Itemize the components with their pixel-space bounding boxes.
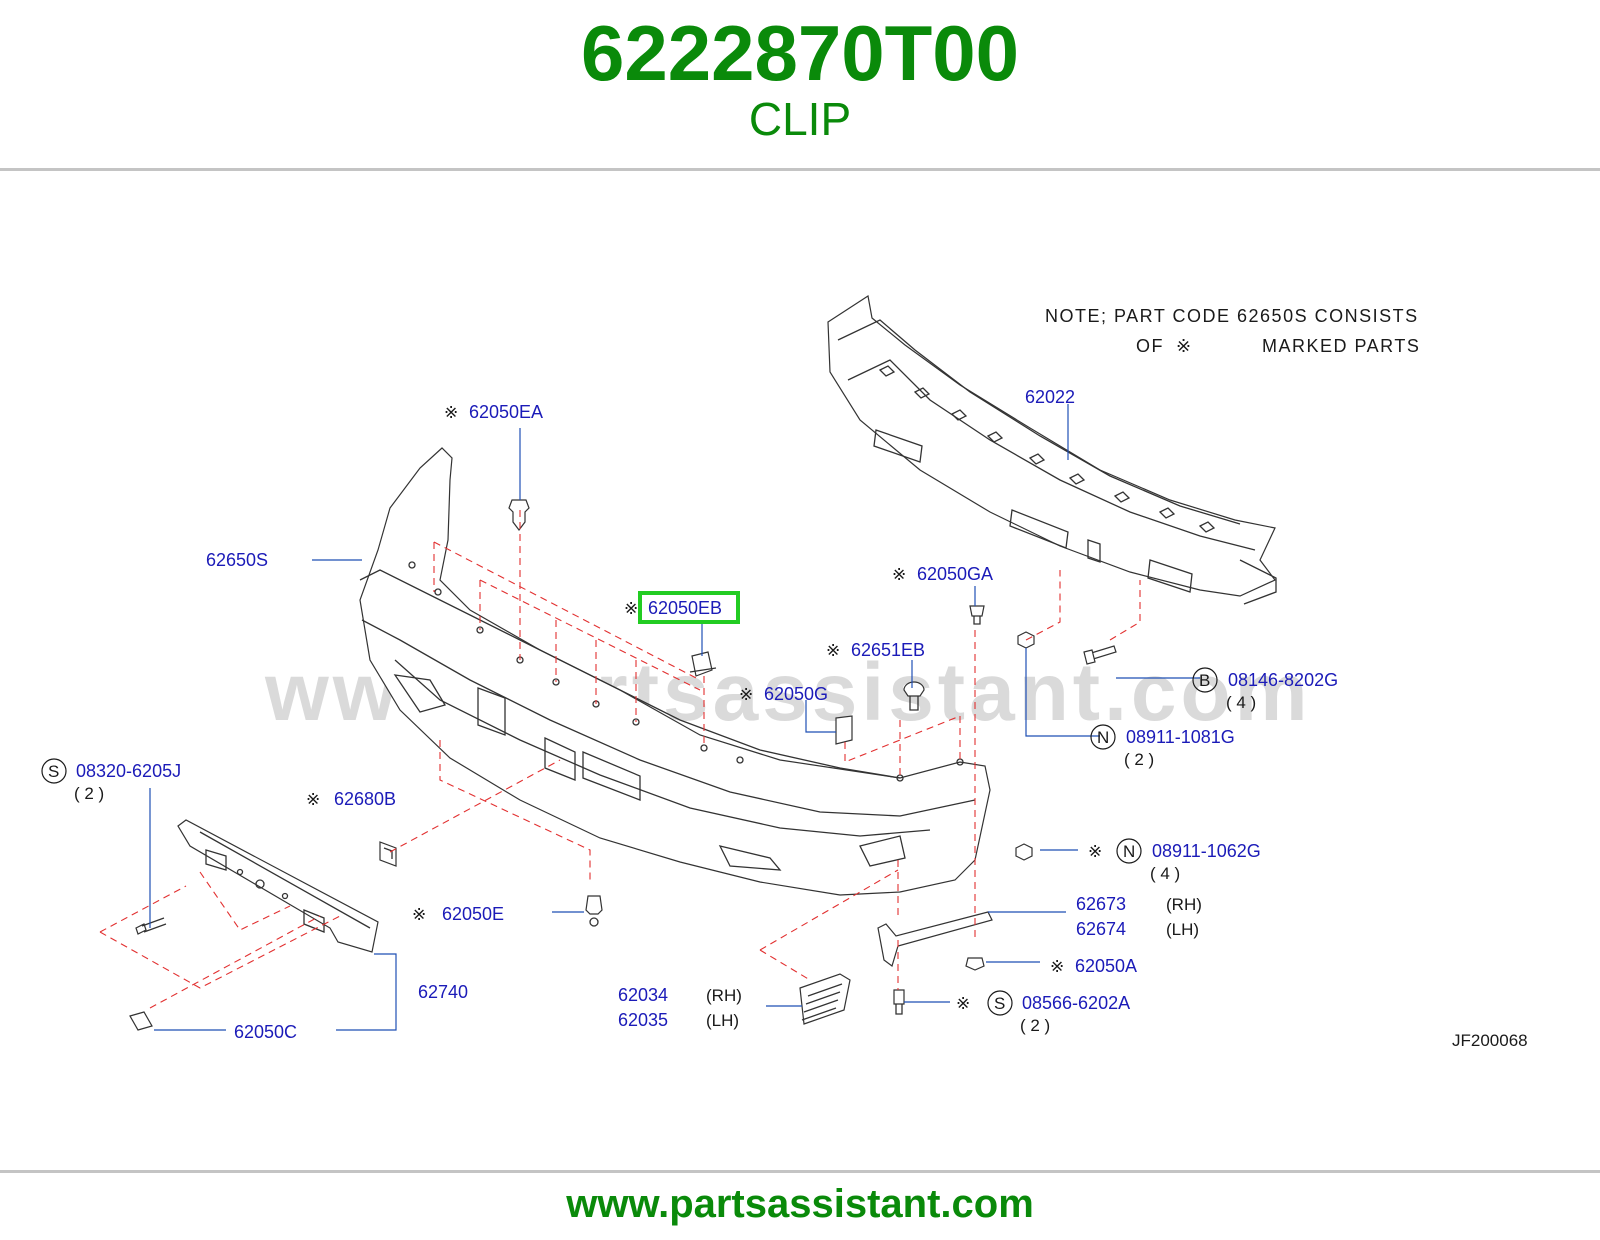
reinforcement-beam-drawing: [827, 295, 1277, 605]
label-62050EA[interactable]: 62050EA: [469, 402, 543, 422]
side-62035: (LH): [706, 1011, 739, 1030]
assembly-dashed-lines: [99, 510, 1141, 1009]
qty-08566-6202A: ( 2 ): [1020, 1016, 1050, 1035]
side-62674: (LH): [1166, 920, 1199, 939]
circle-s-letter-08566: S: [994, 994, 1005, 1013]
leader-lines: [149, 404, 1200, 1031]
header-divider: [0, 168, 1600, 171]
label-62050GA[interactable]: 62050GA: [917, 564, 993, 584]
mark-62050E: ※: [412, 905, 426, 924]
note-line-2-marked: MARKED PARTS: [1262, 336, 1420, 356]
diagram-code: JF200068: [1452, 1031, 1528, 1050]
circle-n-letter-1081: N: [1097, 728, 1109, 747]
mark-62050G: ※: [739, 685, 753, 704]
label-62034[interactable]: 62034: [618, 985, 668, 1005]
qty-08911-1081G: ( 2 ): [1124, 750, 1154, 769]
center-bracket-drawing: [177, 819, 379, 953]
note-line-2-of: OF: [1136, 336, 1164, 356]
circle-n-letter-1062: N: [1123, 842, 1135, 861]
label-62651EB[interactable]: 62651EB: [851, 640, 925, 660]
circle-s-icon-08320: [41, 758, 67, 784]
mark-08911-1062G: ※: [1088, 842, 1102, 861]
label-62050G[interactable]: 62050G: [764, 684, 828, 704]
label-08320-6205J[interactable]: 08320-6205J: [76, 761, 181, 781]
label-62680B[interactable]: 62680B: [334, 789, 396, 809]
label-08911-1062G[interactable]: 08911-1062G: [1152, 841, 1261, 861]
note-line-1: NOTE; PART CODE 62650S CONSISTS: [1045, 306, 1419, 326]
part-number-title: 6222870T00: [580, 9, 1020, 97]
mark-62050EB: ※: [624, 599, 638, 618]
label-62035[interactable]: 62035: [618, 1010, 668, 1030]
footer-divider: [0, 1170, 1600, 1173]
label-62673[interactable]: 62673: [1076, 894, 1126, 914]
side-62673: (RH): [1166, 895, 1202, 914]
circle-n-icon-1081: [1090, 724, 1116, 750]
circle-s-icon-08566: [987, 990, 1013, 1016]
label-62050EB-highlighted[interactable]: 62050EB: [648, 598, 722, 618]
note-mark-symbol: ※: [1176, 336, 1193, 356]
fastener-drawings: [129, 499, 1117, 1031]
circle-b-icon: [1192, 667, 1218, 693]
label-08566-6202A[interactable]: 08566-6202A: [1022, 993, 1130, 1013]
qty-08911-1062G: ( 4 ): [1150, 864, 1180, 883]
mark-08566-6202A: ※: [956, 994, 970, 1013]
label-08911-1081G[interactable]: 08911-1081G: [1126, 727, 1235, 747]
qty-08320-6205J: ( 2 ): [74, 784, 104, 803]
label-62650S[interactable]: 62650S: [206, 550, 268, 570]
circle-s-letter-08320: S: [48, 762, 59, 781]
mark-62680B: ※: [306, 790, 320, 809]
label-08146-8202G[interactable]: 08146-8202G: [1228, 670, 1338, 690]
qty-08146-8202G: ( 4 ): [1226, 693, 1256, 712]
page-header: 6222870T00 CLIP: [0, 0, 1600, 168]
label-62740[interactable]: 62740: [418, 982, 468, 1002]
circle-n-icon-1062: [1116, 838, 1142, 864]
mark-62651EB: ※: [826, 641, 840, 660]
mark-62050EA: ※: [444, 403, 458, 422]
label-62050C[interactable]: 62050C: [234, 1022, 297, 1042]
highlight-box-62050EB: [638, 591, 740, 624]
label-62050E[interactable]: 62050E: [442, 904, 504, 924]
footer-website-link[interactable]: www.partsassistant.com: [566, 1182, 1034, 1226]
label-62050A[interactable]: 62050A: [1075, 956, 1137, 976]
part-name-subtitle: CLIP: [748, 93, 852, 145]
side-62034: (RH): [706, 986, 742, 1005]
label-62674[interactable]: 62674: [1076, 919, 1126, 939]
mark-62050A: ※: [1050, 957, 1064, 976]
circle-b-letter: B: [1199, 671, 1210, 690]
label-62022[interactable]: 62022: [1025, 387, 1075, 407]
mark-62050GA: ※: [892, 565, 906, 584]
